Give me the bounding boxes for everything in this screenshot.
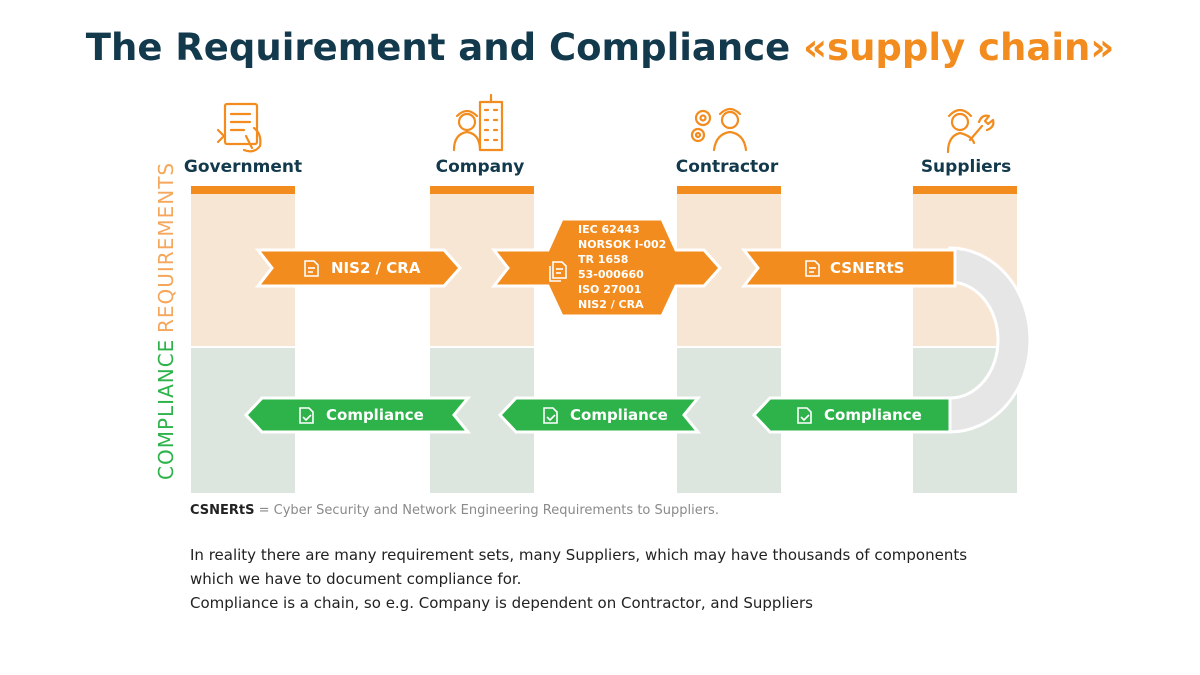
contractor-column-bar	[677, 186, 781, 194]
standards-list: IEC 62443 NORSOK I-002 TR 1658 53-000660…	[578, 222, 666, 312]
standard-item: NORSOK I-002	[578, 238, 667, 251]
compliance-label-company: Compliance	[570, 406, 668, 424]
engineer-gears-icon	[690, 107, 748, 152]
document-check-icon	[543, 407, 558, 424]
documents-icon	[549, 261, 567, 282]
document-checklist-icon	[216, 102, 262, 153]
page-title: The Requirement and Compliance «supply c…	[0, 26, 1200, 69]
document-check-icon	[797, 407, 812, 424]
column-label-contractor: Contractor	[675, 157, 779, 177]
compliance-label-government: Compliance	[326, 406, 424, 424]
standard-item: NIS2 / CRA	[578, 298, 644, 311]
document-icon	[805, 260, 820, 277]
footnote-definition: = Cyber Security and Network Engineering…	[254, 503, 719, 518]
requirement-arrow-1	[254, 248, 463, 288]
government-column-bar	[191, 186, 295, 194]
column-label-government: Government	[183, 157, 303, 177]
requirement-arrow-2	[490, 217, 723, 318]
compliance-label-contractor: Compliance	[824, 406, 922, 424]
footnote-term: CSNERtS	[190, 503, 255, 518]
column-label-company: Company	[435, 157, 525, 177]
title-main: The Requirement and Compliance	[85, 26, 804, 69]
standard-item: ISO 27001	[578, 283, 642, 296]
body-text-line-1: In reality there are many requirement se…	[190, 546, 968, 564]
document-icon	[304, 260, 319, 277]
worker-building-icon	[452, 93, 504, 152]
return-loop-arc	[948, 246, 1032, 434]
requirement-arrow-3	[740, 248, 957, 288]
footnote: CSNERtS = Cyber Security and Network Eng…	[190, 503, 719, 518]
standard-item: 53-000660	[578, 268, 644, 281]
worker-wrench-icon	[946, 108, 995, 154]
requirement-label-csnerts: CSNERtS	[830, 259, 905, 277]
body-text-line-3: Compliance is a chain, so e.g. Company i…	[190, 594, 813, 612]
requirement-label-nis2-cra: NIS2 / CRA	[331, 259, 421, 277]
standard-item: IEC 62443	[578, 223, 640, 236]
document-check-icon	[299, 407, 314, 424]
column-label-suppliers: Suppliers	[920, 157, 1012, 177]
company-column-bar	[430, 186, 534, 194]
standard-item: TR 1658	[578, 253, 629, 266]
suppliers-column-bar	[913, 186, 1017, 194]
body-text-line-2: which we have to document compliance for…	[190, 570, 522, 588]
title-accent: «supply chain»	[803, 26, 1115, 69]
